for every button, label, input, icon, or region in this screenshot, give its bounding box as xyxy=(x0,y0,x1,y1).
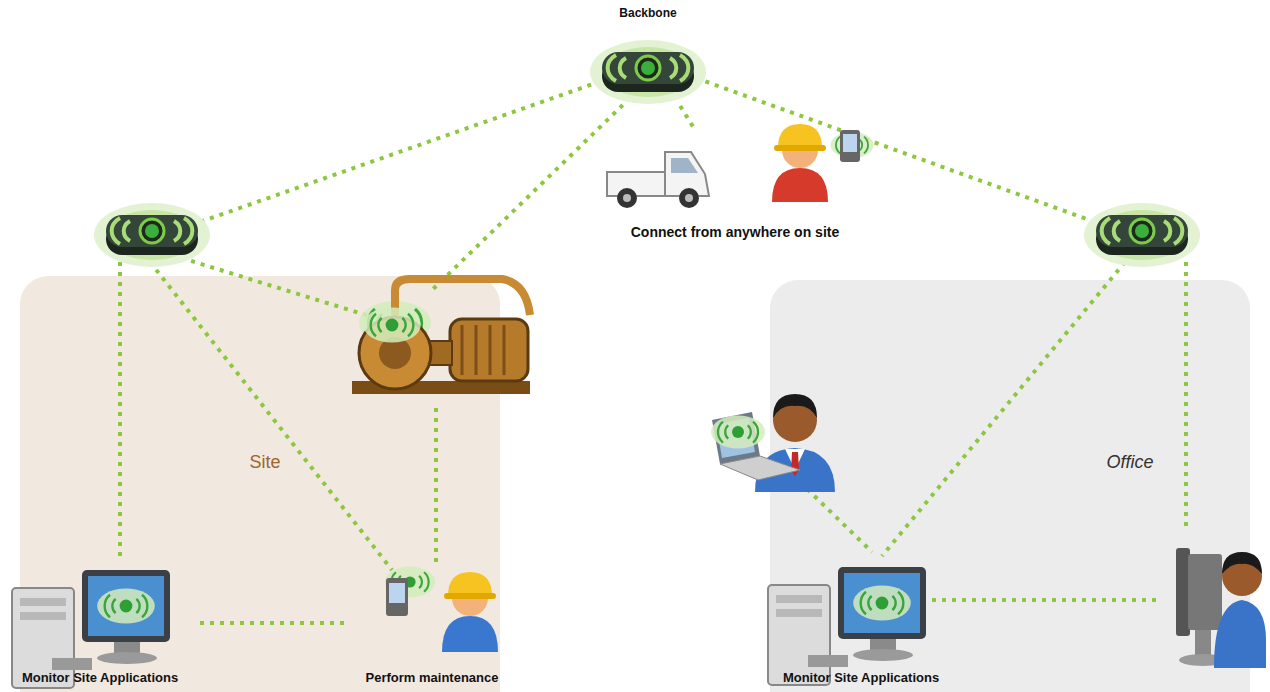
node-label: Office xyxy=(1106,452,1153,474)
pda xyxy=(386,578,408,616)
truck xyxy=(607,152,709,208)
pda xyxy=(840,130,860,162)
node-label: Perform maintenance xyxy=(366,670,499,686)
worker xyxy=(772,124,828,202)
wireless-link xyxy=(680,106,695,130)
backbone-router xyxy=(590,40,706,104)
router xyxy=(94,203,210,267)
node-label: Site xyxy=(249,452,280,474)
node-label: Backbone xyxy=(619,6,676,20)
node-label: Monitor Site Applications xyxy=(783,670,939,686)
node-label: Monitor Site Applications xyxy=(22,670,178,686)
node-label: Connect from anywhere on site xyxy=(631,224,839,241)
router xyxy=(1084,203,1200,267)
maintenance-node: Perform maintenance xyxy=(350,555,516,691)
